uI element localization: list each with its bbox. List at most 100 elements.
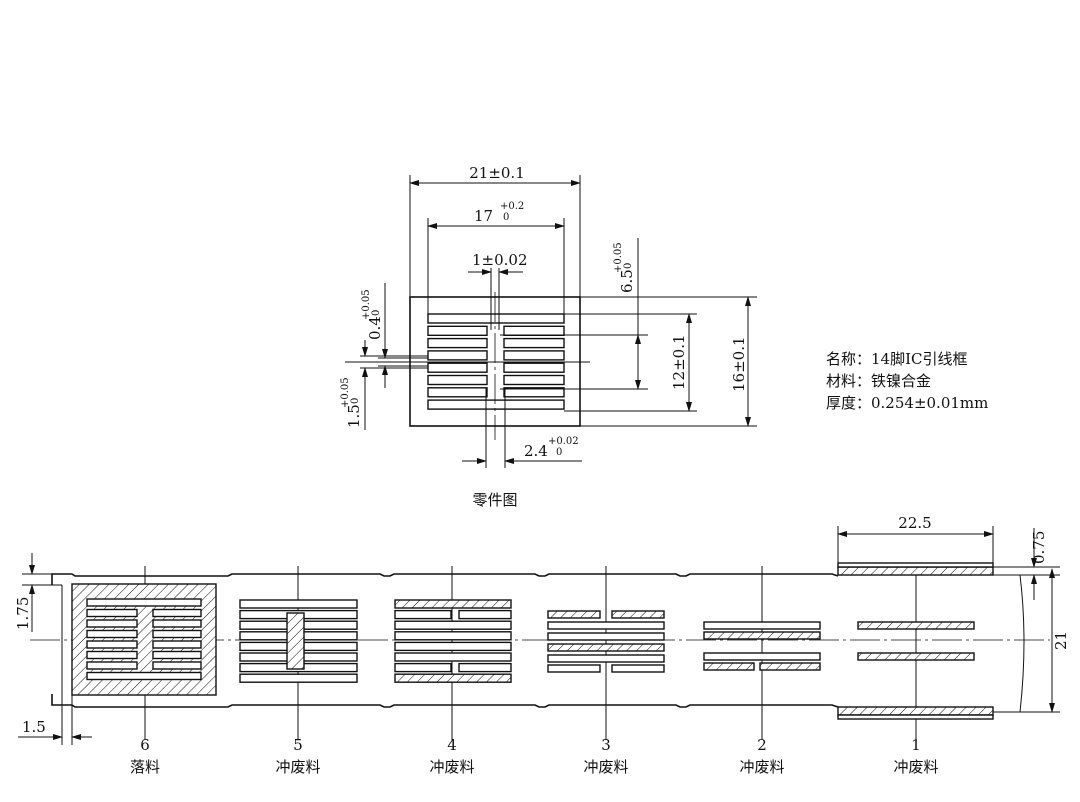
strip-top-edge (51, 573, 839, 585)
dim-inner-width-label: 17 (474, 207, 493, 225)
dim-gap-width-label: 2.4 (524, 442, 548, 460)
dim-pitch-label: 22.5 (898, 514, 931, 532)
lead-slot-left (427, 374, 488, 386)
scrap-slot-left (394, 662, 452, 673)
edge-trim-bottom-outline (837, 714, 994, 720)
scrap-slot (394, 620, 512, 630)
part-drawing: 21±0.1 17 +0.2 0 1±0.02 6.5 (340, 164, 988, 509)
station-2: 2 冲废料 (703, 566, 821, 776)
tol-lower: 0 (371, 310, 382, 316)
spec-thickness: 厚度：0.254±0.01mm (826, 394, 988, 412)
dim-slot-span: 12±0.1 (564, 313, 697, 412)
dim-pitch-height-label: 6.5 (618, 269, 636, 293)
dim-end-margin: 1.5 (18, 695, 92, 745)
lead-slot-right (503, 337, 565, 349)
lead-slot (427, 313, 565, 324)
part-caption: 零件图 (472, 491, 517, 509)
lead-slot-right (152, 640, 202, 649)
dim-edge-trim: 0.75 (993, 528, 1060, 600)
scrap-slot-hatched (547, 610, 601, 619)
station-operation: 冲废料 (739, 758, 784, 776)
lead-slot-left (86, 629, 138, 639)
lead-slot-right (152, 619, 202, 628)
tol-upper: +0.05 (613, 242, 624, 273)
edge-trim-top (837, 566, 994, 576)
scrap-slot-left (394, 609, 452, 620)
scrap-slot (547, 654, 665, 663)
station-operation: 冲废料 (583, 758, 628, 776)
scrap-slot (394, 631, 512, 641)
scrap-slot-hatched (394, 599, 512, 609)
dim-pitch-height: 6.5 +0.05 0 (500, 238, 648, 390)
tol-upper: +0.02 (548, 436, 579, 447)
scrap-slot (239, 673, 358, 683)
lead-slot-right (152, 629, 202, 639)
scrap-slot-right (458, 662, 512, 673)
lead-slot-left (86, 661, 138, 670)
station-number: 5 (293, 736, 303, 754)
lead-slot (86, 671, 202, 681)
lead-slot-left (427, 337, 488, 349)
station-number: 6 (140, 736, 150, 754)
lead-slot-right (503, 325, 565, 336)
scrap-slot-hatched (759, 662, 821, 671)
station-operation: 冲废料 (275, 758, 320, 776)
dim-inner-width: 17 +0.2 0 (427, 201, 565, 314)
station-number: 1 (911, 736, 921, 754)
station-operation: 冲废料 (429, 758, 474, 776)
station-number: 2 (757, 736, 767, 754)
scrap-slot (547, 621, 665, 630)
scrap-slot-right (611, 664, 665, 673)
station-operation: 落料 (130, 758, 160, 776)
scrap-slot (239, 599, 358, 609)
scrap-slot-hatched (703, 662, 755, 671)
station-number: 3 (601, 736, 611, 754)
edge-trim-bottom (837, 706, 994, 716)
dim-slot-span-label: 12±0.1 (670, 334, 688, 390)
lead-slot-left (427, 387, 488, 398)
scrap-slot-right (458, 609, 512, 620)
scrap-slot (703, 652, 821, 661)
strip-bottom-edge (51, 694, 839, 708)
station-1: 1 冲废料 (857, 566, 975, 776)
lead-slot-left (86, 619, 138, 628)
part-slots (427, 313, 565, 410)
tol-lower: 0 (350, 398, 361, 404)
tol-lower: 0 (503, 212, 509, 223)
dim-slot-pitch: 1.5 +0.05 0 (340, 340, 428, 430)
lead-slot-left (86, 640, 138, 649)
dim-side-margin-label: 1.75 (14, 597, 32, 630)
lead-slot-left (86, 608, 138, 618)
lead-slot-right (152, 608, 202, 618)
strip-end-cut (838, 574, 1025, 713)
dim-center-gap: 1±0.02 (468, 251, 528, 330)
scrap-center (286, 612, 305, 670)
station-3: 3 冲废料 (547, 566, 665, 776)
dim-end-margin-label: 1.5 (22, 718, 46, 736)
scrap-slot (394, 652, 512, 662)
dim-height-label: 16±0.1 (730, 336, 748, 392)
station-5: 5 冲废料 (239, 566, 358, 776)
lead-slot-right (152, 661, 202, 670)
station-operation: 冲废料 (893, 758, 938, 776)
scrap-slot (547, 632, 665, 641)
edge-trim-top-outline (837, 562, 994, 568)
lead-slot-right (503, 350, 565, 361)
lead-slot-left (427, 325, 488, 336)
lead-slot (86, 598, 202, 607)
tol-lower: 0 (556, 447, 562, 458)
lead-slot-left (427, 350, 488, 361)
dim-slot-width: 0.4 +0.05 0 (361, 283, 428, 388)
spec-block: 名称：14脚IC引线框 材料：铁镍合金 厚度：0.254±0.01mm (826, 350, 988, 412)
dim-gap-width: 2.4 +0.02 0 (462, 388, 582, 468)
dim-width-label: 21±0.1 (469, 164, 525, 182)
dim-height: 16±0.1 (580, 296, 757, 427)
scrap-slot-hatched (547, 643, 665, 652)
scrap-slot-hatched (703, 631, 821, 640)
scrap-slot-left (547, 664, 601, 673)
